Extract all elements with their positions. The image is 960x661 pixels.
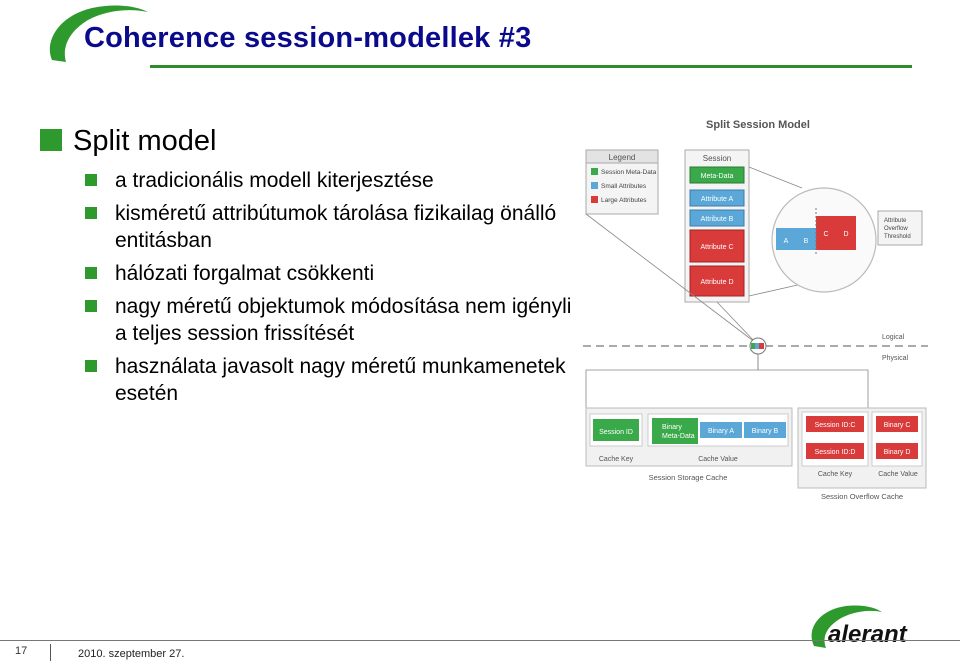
logical-label: Logical	[882, 334, 905, 341]
legend-title: Legend	[609, 153, 636, 162]
legend-item: Session Meta-Data	[601, 169, 657, 176]
sub-bullet: használata javasolt nagy méretű munkamen…	[40, 353, 580, 407]
physical-label: Physical	[882, 355, 909, 362]
legend-item: Large Attributes	[601, 197, 647, 204]
zoom-circle: A B C D	[771, 187, 877, 293]
session-title: Session	[703, 154, 731, 163]
threshold-label: Overflow	[884, 226, 908, 232]
title-underline	[150, 65, 912, 68]
overflow-value-cell: Binary D	[884, 449, 911, 456]
overflow-value-label: Cache Value	[878, 471, 918, 478]
legend-item: Small Attributes	[601, 183, 647, 190]
sub-bullet: a tradicionális modell kiterjesztése	[40, 167, 580, 194]
cache-value-cell: Meta-Data	[662, 433, 695, 440]
zoom-label-small: A	[784, 238, 789, 245]
overflow-key-cell: Session ID:D	[815, 449, 856, 456]
sub-bullet: kisméretű attribútumok tárolása fizikail…	[40, 200, 580, 254]
session-row: Attribute A	[701, 196, 734, 203]
threshold-label: Attribute	[884, 218, 907, 224]
session-row: Attribute D	[700, 279, 733, 286]
legend-swatch-small	[591, 182, 598, 189]
session-box: Session Meta-Data Attribute A Attribute …	[684, 149, 750, 303]
session-row: Attribute B	[701, 216, 734, 223]
overflow-cache-caption: Session Overflow Cache	[821, 492, 903, 501]
bullet-square-icon	[85, 267, 97, 279]
bullet-list: Split model a tradicionális modell kiter…	[40, 124, 580, 413]
header-logo-swoosh	[49, 5, 148, 63]
bullet-square-icon	[85, 300, 97, 312]
split-session-diagram: Split Session Model Legend Session Meta-…	[583, 119, 928, 501]
slide-title: Coherence session-modellek #3	[84, 22, 532, 54]
sub-bullet: hálózati forgalmat csökkenti	[40, 260, 580, 287]
sub-bullet-list: a tradicionális modell kiterjesztése kis…	[40, 167, 580, 407]
zoom-label-small: B	[804, 238, 809, 245]
session-row: Meta-Data	[701, 173, 734, 180]
bullet-square-icon	[40, 129, 62, 151]
threshold-label: Threshold	[884, 234, 911, 240]
storage-cache-caption: Session Storage Cache	[649, 473, 728, 482]
bullet-square-icon	[85, 174, 97, 186]
cache-value-cell: Binary B	[752, 428, 779, 435]
overflow-value-cell: Binary C	[884, 422, 911, 429]
main-bullet: Split model	[40, 124, 580, 158]
legend: Legend Session Meta-Data Small Attribute…	[585, 149, 659, 215]
footer-line	[0, 640, 960, 641]
merge-node	[749, 337, 767, 355]
cache-value-cell: Binary	[662, 424, 682, 431]
session-row: Attribute C	[700, 244, 733, 251]
legend-swatch-meta	[591, 168, 598, 175]
footer-date: 2010. szeptember 27.	[78, 648, 185, 660]
main-bullet-text: Split model	[73, 125, 217, 157]
session-storage-cache: Session ID Binary Meta-Data Binary A Bin…	[585, 407, 793, 467]
overflow-key-label: Cache Key	[818, 471, 853, 478]
cache-value-cell: Binary A	[708, 428, 734, 435]
zoom-label-large: C	[823, 231, 828, 238]
zoom-label-large: D	[843, 231, 848, 238]
alerant-logo: alerant	[811, 605, 908, 648]
bullet-square-icon	[85, 360, 97, 372]
cache-value-label: Cache Value	[698, 456, 738, 463]
session-overflow-cache: Session ID:C Session ID:D Binary C Binar…	[797, 407, 927, 489]
legend-swatch-large	[591, 196, 598, 203]
cache-key-label: Cache Key	[599, 456, 634, 463]
footer-divider	[50, 644, 51, 661]
sub-bullet: nagy méretű objektumok módosítása nem ig…	[40, 293, 580, 347]
overflow-key-cell: Session ID:C	[815, 422, 856, 429]
brand-name: alerant	[828, 621, 908, 648]
cache-key-cell: Session ID	[599, 429, 633, 436]
page-number: 17	[15, 645, 28, 657]
bullet-square-icon	[85, 207, 97, 219]
diagram-title: Split Session Model	[706, 119, 810, 131]
